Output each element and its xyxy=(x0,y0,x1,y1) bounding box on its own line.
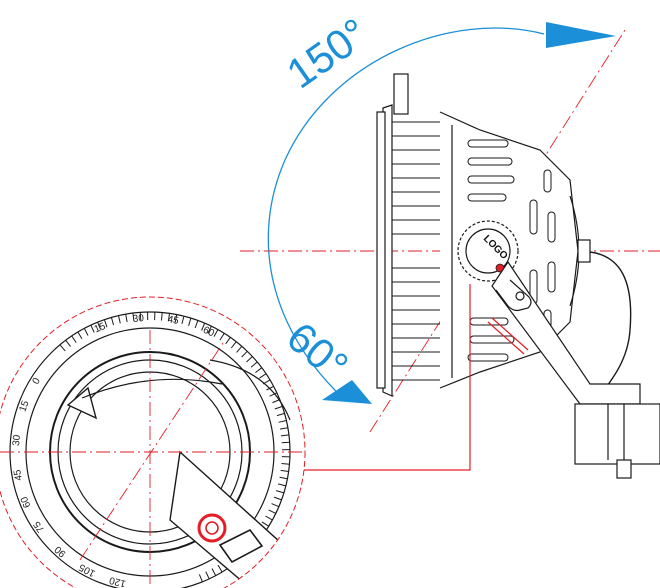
dial-tick xyxy=(207,325,212,334)
dial-tick xyxy=(139,312,142,321)
dial-tick xyxy=(278,420,287,423)
upper-arrow-icon xyxy=(546,22,616,48)
lower-arrow-icon xyxy=(322,380,372,404)
dial-tick xyxy=(279,427,288,430)
dial-tick xyxy=(246,356,253,363)
pivot-knob: LOGO xyxy=(457,220,519,282)
dial-tick xyxy=(83,328,89,336)
dial-tick xyxy=(274,405,283,410)
dial-numeral: 45 xyxy=(167,314,180,327)
dial-numeral: 15 xyxy=(17,399,31,414)
dial-tick xyxy=(97,322,102,330)
angle-label-150: 150° xyxy=(278,9,376,97)
angle-label-60: 60° xyxy=(278,313,357,390)
dial-tick xyxy=(167,313,170,322)
dial-tick xyxy=(65,339,71,347)
dial-numeral: 60 xyxy=(19,494,34,509)
dial-tick xyxy=(110,317,115,326)
dial-numeral: 0 xyxy=(31,376,44,387)
dial-tick xyxy=(280,434,290,437)
dial-tick xyxy=(236,345,243,353)
dial-tick xyxy=(211,568,217,576)
dial-tick xyxy=(255,367,263,373)
dial-numeral: 15 xyxy=(93,321,108,336)
dial-tick xyxy=(269,392,278,397)
dial-tick xyxy=(273,496,282,501)
dial-tick xyxy=(272,399,280,404)
dial-tick xyxy=(219,333,225,341)
dial-numeral: 60 xyxy=(201,325,216,340)
dial-tick xyxy=(217,564,223,573)
dial-tick xyxy=(259,373,267,379)
dial-numeral: 30 xyxy=(132,313,144,325)
dial-tick xyxy=(77,331,83,340)
dial-tick xyxy=(265,515,273,521)
dial-tick xyxy=(181,316,185,325)
dial-tick xyxy=(241,350,248,358)
dial-tick xyxy=(268,509,277,514)
dial-tick xyxy=(161,312,163,321)
dial-tick xyxy=(125,314,128,323)
dial-tick xyxy=(205,571,210,580)
dial-tick xyxy=(280,469,289,472)
dial-tick xyxy=(261,521,269,527)
dial-numeral: 30 xyxy=(11,434,23,446)
dial-tick xyxy=(225,337,231,345)
dial-tick xyxy=(59,344,66,352)
dial-tick xyxy=(118,315,121,324)
dial-numeral: 120 xyxy=(108,574,127,588)
dial-tick xyxy=(201,322,206,331)
dial-numeral: 45 xyxy=(12,468,25,481)
dial-tick xyxy=(188,317,192,326)
dial-tick xyxy=(281,463,290,465)
dial-tick xyxy=(271,503,280,508)
dial-tick xyxy=(132,312,135,322)
dial-tick xyxy=(194,320,199,329)
dial-tick xyxy=(213,329,219,337)
dial-tick xyxy=(174,314,178,323)
dial-tick xyxy=(250,361,258,368)
dial-tick xyxy=(198,574,203,582)
dial-detail-boundary xyxy=(0,296,306,588)
tilt-arc xyxy=(267,22,616,404)
yoke-bracket xyxy=(491,260,660,479)
dial-tick xyxy=(276,490,285,494)
dial-tick xyxy=(281,441,290,444)
dial-tick xyxy=(103,319,108,328)
dial-tick xyxy=(71,335,77,343)
detail-leader-line xyxy=(302,284,471,471)
dial-tick xyxy=(90,324,95,333)
detail-pointer xyxy=(487,317,529,355)
dial-tick xyxy=(230,341,237,349)
dial-tick xyxy=(276,412,285,417)
dial-tick xyxy=(277,483,286,487)
dial-tick xyxy=(279,476,288,480)
